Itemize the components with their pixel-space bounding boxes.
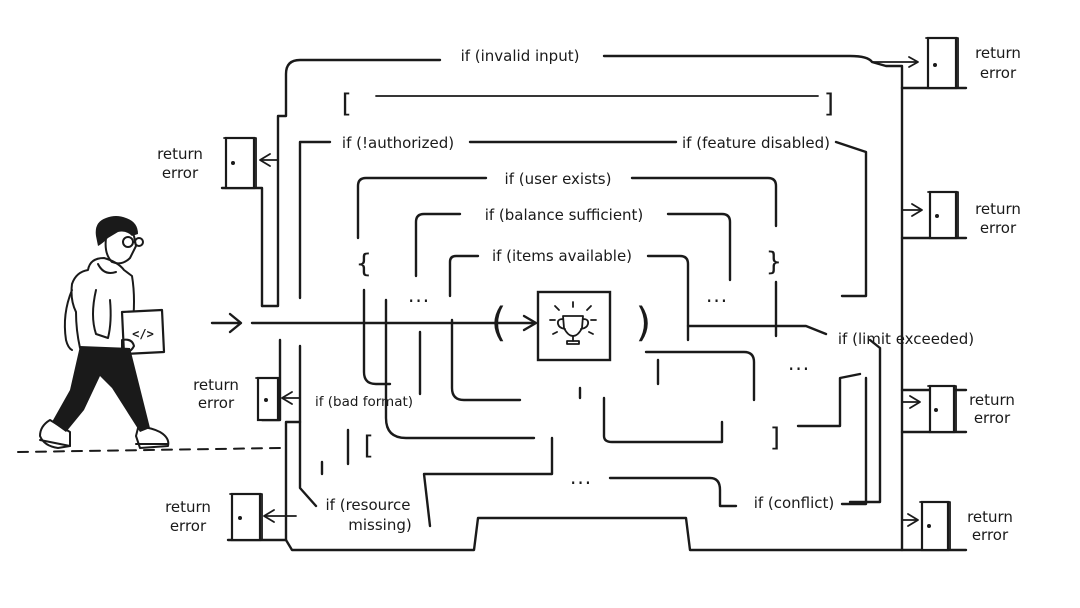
hair xyxy=(95,216,138,246)
error-label: error xyxy=(972,526,1009,544)
door-icon xyxy=(223,136,257,190)
label-limit-exceeded: if (limit exceeded) xyxy=(838,330,974,348)
error-label: error xyxy=(198,394,235,412)
return-label: return xyxy=(969,391,1015,409)
return-label: return xyxy=(157,145,203,163)
exit-door-left-middle: return error xyxy=(193,376,281,422)
open-square-bracket-top: [ xyxy=(338,89,354,119)
ellipsis-right: ... xyxy=(706,283,728,307)
exit-door-right-3: return error xyxy=(927,384,1015,434)
door-icon xyxy=(229,492,263,542)
error-label: error xyxy=(980,64,1017,82)
arrow-to-door-top-right xyxy=(871,56,919,68)
trophy-icon xyxy=(549,301,597,345)
label-invalid-input: if (invalid input) xyxy=(461,47,580,65)
label-balance-sufficient: if (balance sufficient) xyxy=(485,206,644,224)
label-conflict: if (conflict) xyxy=(754,494,835,512)
door-icon xyxy=(927,384,957,434)
door-icon xyxy=(255,376,281,422)
return-label: return xyxy=(193,376,239,394)
exit-door-right-4: return error xyxy=(919,500,1013,552)
arrow-to-door-right-4 xyxy=(901,513,919,527)
arrow-to-door-right-2 xyxy=(901,203,923,217)
label-items-available: if (items available) xyxy=(492,247,632,265)
arrow-to-door-right-3 xyxy=(901,395,921,409)
exit-door-left-bottom: return error xyxy=(165,492,263,542)
start-arrow xyxy=(210,312,243,334)
return-label: return xyxy=(975,200,1021,218)
main-path-arrow xyxy=(250,314,538,332)
exit-door-right-2: return error xyxy=(927,190,1021,240)
return-label: return xyxy=(165,498,211,516)
close-curly-brace: } xyxy=(766,247,782,277)
close-square-bracket-top: ] xyxy=(822,89,838,119)
exit-door-top-right: return error xyxy=(925,36,1021,90)
ellipsis-bottom: ... xyxy=(570,465,592,489)
return-label: return xyxy=(967,508,1013,526)
close-square-bracket-bottom: ] xyxy=(768,423,784,453)
arrow-to-door-left-top xyxy=(259,153,279,167)
arrow-to-door-left-bottom xyxy=(263,509,297,523)
label-feature-disabled: if (feature disabled) xyxy=(682,134,830,152)
error-label: error xyxy=(980,219,1017,237)
exit-door-left-top: return error xyxy=(157,136,257,190)
label-user-exists: if (user exists) xyxy=(505,170,612,188)
ground-dashed-line xyxy=(17,447,281,453)
error-label: error xyxy=(162,164,199,182)
arrow-to-door-left-mid xyxy=(281,391,301,405)
open-paren: ( xyxy=(486,300,510,346)
laptop-icon: </> xyxy=(120,308,166,356)
door-icon xyxy=(919,500,951,552)
open-square-bracket-bottom: [ xyxy=(360,431,376,461)
ellipsis-left: ... xyxy=(408,283,430,307)
inner-maze-walls xyxy=(298,95,882,528)
error-label: error xyxy=(170,517,207,535)
label-resource-missing-line2: missing) xyxy=(348,516,411,534)
open-curly-brace: { xyxy=(356,249,372,279)
label-bad-format: if (bad format) xyxy=(315,394,413,410)
ellipsis-far-right: ... xyxy=(788,351,810,375)
door-icon xyxy=(927,190,959,240)
door-icon xyxy=(925,36,959,90)
label-not-authorized: if (!authorized) xyxy=(342,134,454,152)
label-resource-missing-line1: if (resource xyxy=(326,496,411,514)
pants xyxy=(52,346,150,432)
return-label: return xyxy=(975,44,1021,62)
code-glyph: </> xyxy=(132,327,154,341)
close-paren: ) xyxy=(632,300,656,346)
person-with-laptop: </> xyxy=(39,216,170,449)
error-label: error xyxy=(974,409,1011,427)
goal-box xyxy=(536,290,612,362)
